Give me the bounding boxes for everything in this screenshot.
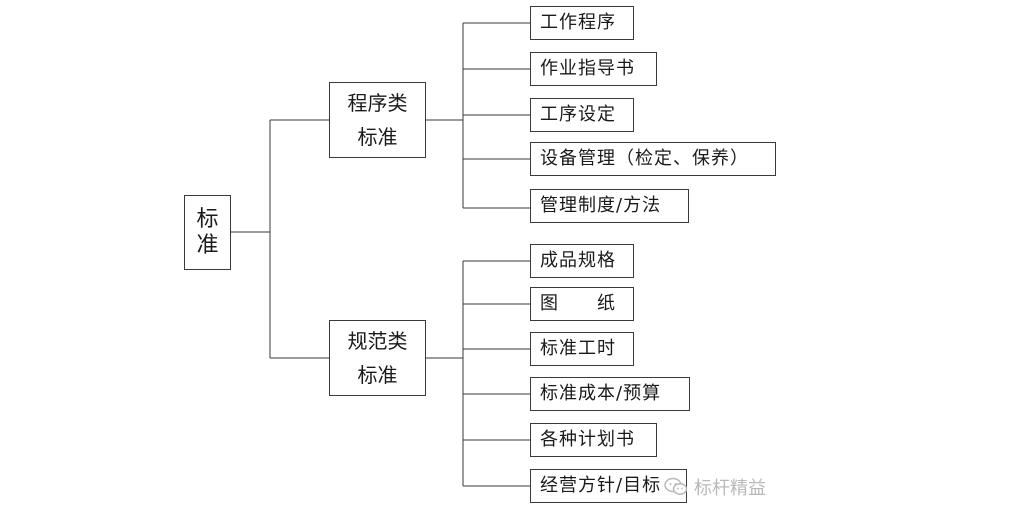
watermark: 标杆精益 (664, 474, 766, 500)
leaf-node: 经营方针/目标 (530, 469, 687, 503)
leaf-node: 作业指导书 (530, 52, 657, 86)
group-node-procedure: 程序类 标准 (329, 82, 426, 158)
leaf-label: 标准工时 (540, 338, 616, 359)
leaf-label: 管理制度/方法 (540, 195, 662, 216)
leaf-label: 作业指导书 (540, 58, 635, 79)
leaf-label: 工序设定 (540, 104, 616, 125)
leaf-node: 工作程序 (530, 6, 634, 40)
leaf-label: 经营方针/目标 (540, 475, 662, 496)
group-node-specification: 规范类 标准 (329, 320, 426, 396)
leaf-node: 图 纸 (530, 287, 634, 321)
wechat-icon (664, 477, 688, 495)
leaf-label: 成品规格 (540, 250, 616, 271)
group-label: 程序类 标准 (347, 91, 408, 149)
leaf-label: 设备管理（检定、保养） (540, 148, 749, 169)
leaf-node: 工序设定 (530, 98, 634, 132)
leaf-node: 成品规格 (530, 244, 634, 278)
root-node: 标 准 (184, 195, 231, 270)
leaf-node: 各种计划书 (530, 423, 657, 457)
leaf-label: 标准成本/预算 (540, 383, 662, 404)
leaf-label: 图 纸 (540, 293, 616, 314)
leaf-label: 各种计划书 (540, 429, 635, 450)
watermark-text: 标杆精益 (694, 478, 766, 499)
group-label: 规范类 标准 (347, 329, 408, 387)
leaf-node: 标准成本/预算 (530, 377, 690, 411)
leaf-node: 管理制度/方法 (530, 189, 689, 223)
leaf-node: 标准工时 (530, 332, 634, 366)
leaf-node: 设备管理（检定、保养） (530, 142, 776, 176)
leaf-label: 工作程序 (540, 12, 616, 33)
root-label: 标 准 (196, 206, 219, 258)
